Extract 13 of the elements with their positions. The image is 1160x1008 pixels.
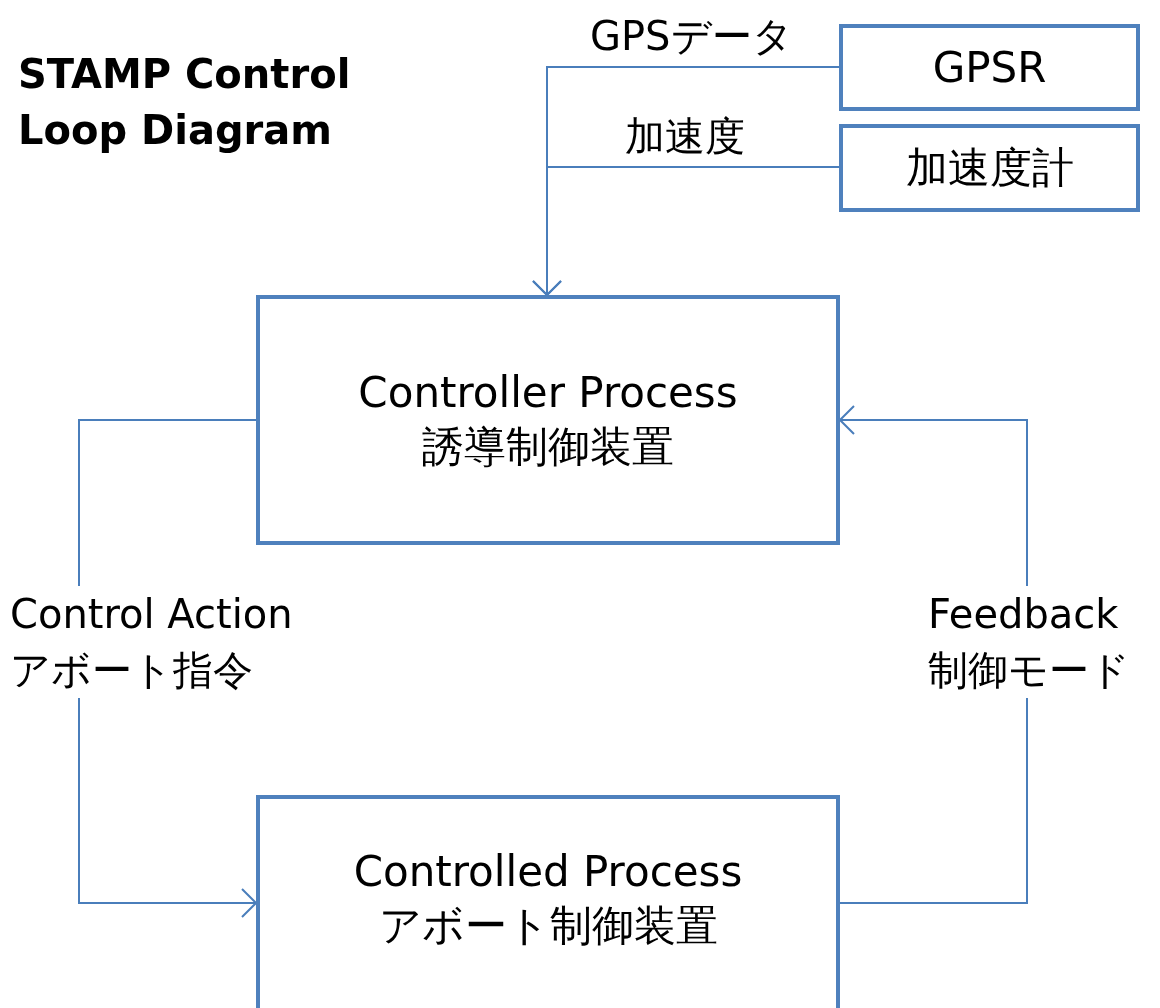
edge-label: Control Action アボート指令 bbox=[10, 586, 293, 698]
process-box bbox=[256, 795, 840, 1008]
box-label: GPSR bbox=[932, 41, 1047, 94]
box-label: Controller Process bbox=[358, 367, 738, 419]
sensor-box bbox=[839, 24, 1140, 111]
box-label: アボート制御装置 bbox=[378, 900, 718, 952]
diagram-title: STAMP Control Loop Diagram bbox=[18, 50, 352, 155]
process-box bbox=[256, 295, 840, 545]
box-label: Controlled Process bbox=[353, 846, 743, 898]
arrow bbox=[532, 166, 840, 296]
box-label: 誘導制御装置 bbox=[422, 421, 674, 473]
sensor-box bbox=[839, 124, 1140, 212]
box-label: 加速度計 bbox=[905, 142, 1074, 194]
